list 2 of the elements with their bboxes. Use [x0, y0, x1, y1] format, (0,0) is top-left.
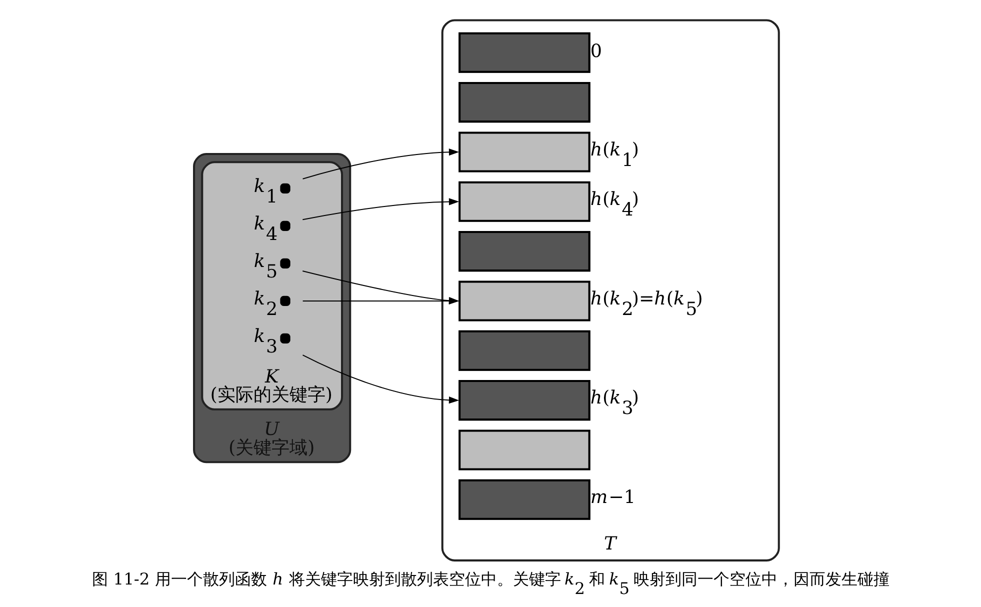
node-label: m−1 [590, 487, 636, 508]
node-label: 0 [590, 41, 602, 62]
